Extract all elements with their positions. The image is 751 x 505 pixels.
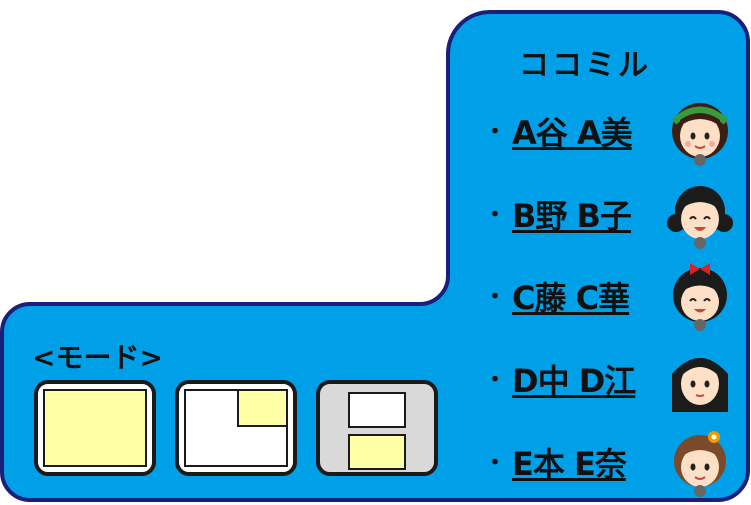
member-item-c[interactable]: ・ C藤 C華	[478, 263, 748, 333]
member-name[interactable]: C藤 C華	[512, 279, 630, 317]
member-name[interactable]: B野 B子	[512, 197, 632, 235]
list-bullet: ・	[484, 285, 507, 310]
top-pane-icon	[348, 392, 406, 428]
list-bullet: ・	[484, 203, 507, 228]
list-bullet: ・	[484, 368, 507, 393]
member-item-d[interactable]: ・ D中 D江	[478, 348, 748, 416]
girl-red-bow-icon	[673, 263, 727, 331]
member-name[interactable]: E本 E奈	[512, 445, 627, 483]
list-bullet: ・	[484, 120, 507, 145]
girl-orange-flower-icon	[674, 431, 726, 497]
mode-label: <モード>	[32, 341, 163, 374]
bottom-pane-icon	[348, 434, 406, 470]
member-name[interactable]: A谷 A美	[512, 114, 633, 152]
main-pane-icon	[184, 389, 288, 467]
mode-picture-in-picture-button[interactable]	[175, 380, 297, 476]
mode-single-view-button[interactable]	[34, 380, 156, 476]
panel-title: ココミル	[519, 48, 651, 83]
member-item-b[interactable]: ・ B野 B子	[478, 183, 748, 251]
girl-twin-tails-icon	[667, 186, 733, 249]
girl-green-headband-icon	[671, 103, 729, 166]
member-name[interactable]: D中 D江	[512, 362, 636, 400]
sub-pane-icon	[237, 389, 288, 427]
member-item-a[interactable]: ・ A谷 A美	[478, 100, 748, 168]
list-bullet: ・	[484, 451, 507, 476]
girl-long-hair-icon	[672, 358, 728, 412]
member-item-e[interactable]: ・ E本 E奈	[478, 431, 748, 499]
main-pane-icon	[43, 389, 147, 467]
mode-split-view-button[interactable]	[316, 380, 438, 476]
